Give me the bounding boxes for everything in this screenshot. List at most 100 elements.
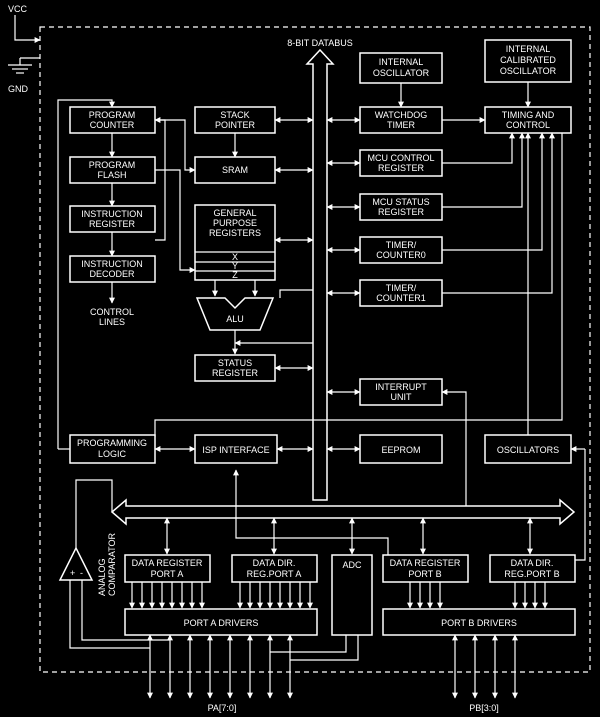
- interrupt-unit-block: INTERRUPT UNIT: [359, 378, 443, 406]
- svg-text:+: +: [70, 568, 75, 578]
- programming-logic-block: PROGRAMMING LOGIC: [69, 434, 156, 464]
- vcc-label: VCC: [8, 4, 28, 14]
- svg-text:SRAM: SRAM: [222, 165, 248, 175]
- svg-text:PROGRAMMING: PROGRAMMING: [77, 438, 147, 448]
- timer-counter0-block: TIMER/ COUNTER0: [359, 236, 443, 264]
- program-flash-block: PROGRAM FLASH: [69, 156, 156, 184]
- svg-text:STATUS: STATUS: [218, 358, 252, 368]
- svg-text:REGISTER: REGISTER: [378, 163, 425, 173]
- svg-text:WATCHDOG: WATCHDOG: [375, 110, 428, 120]
- databus-vertical: [305, 48, 335, 501]
- svg-text:Z: Z: [232, 270, 238, 280]
- isp-interface-block: ISP INTERFACE: [194, 434, 278, 464]
- port-b-pins-label: PB[3:0]: [469, 703, 499, 713]
- stack-pointer-block: STACK POINTER: [194, 106, 276, 134]
- svg-text:PORT A DRIVERS: PORT A DRIVERS: [184, 618, 259, 628]
- svg-text:PROGRAM: PROGRAM: [89, 110, 136, 120]
- svg-text:GENERAL: GENERAL: [213, 208, 256, 218]
- svg-text:PROGRAM: PROGRAM: [89, 160, 136, 170]
- svg-text:UNIT: UNIT: [391, 392, 412, 402]
- svg-text:INTERRUPT: INTERRUPT: [375, 382, 427, 392]
- svg-text:MCU STATUS: MCU STATUS: [372, 197, 429, 207]
- analog-comparator-label: ANALOG: [97, 558, 107, 596]
- svg-text:TIMING AND: TIMING AND: [502, 110, 555, 120]
- svg-text:REG.PORT B: REG.PORT B: [504, 569, 559, 579]
- vcc-arrow-icon: [14, 30, 41, 43]
- control-lines-label: CONTROL: [90, 307, 134, 317]
- svg-text:REGISTER: REGISTER: [378, 207, 425, 217]
- svg-text:REGISTER: REGISTER: [212, 368, 259, 378]
- svg-text:COUNTER: COUNTER: [90, 120, 135, 130]
- svg-text:PORT A: PORT A: [151, 569, 184, 579]
- svg-text:ALU: ALU: [226, 314, 244, 324]
- eeprom-block: EEPROM: [359, 434, 443, 464]
- svg-text:OSCILLATOR: OSCILLATOR: [500, 66, 557, 76]
- program-counter-block: PROGRAM COUNTER: [69, 106, 156, 134]
- data-dir-port-a-block: DATA DIR. REG.PORT A: [231, 554, 318, 583]
- svg-text:FLASH: FLASH: [97, 170, 126, 180]
- svg-text:OSCILLATOR: OSCILLATOR: [373, 68, 430, 78]
- svg-text:ISP INTERFACE: ISP INTERFACE: [202, 445, 269, 455]
- chip-boundary: [39, 26, 591, 673]
- svg-text:X: X: [232, 252, 238, 262]
- svg-text:ADC: ADC: [342, 560, 362, 570]
- svg-text:POINTER: POINTER: [215, 120, 256, 130]
- timer-counter1-block: TIMER/ COUNTER1: [359, 279, 443, 307]
- internal-calibrated-oscillator-block: INTERNAL CALIBRATED OSCILLATOR: [484, 39, 572, 83]
- svg-text:COMPARATOR: COMPARATOR: [107, 532, 117, 596]
- watchdog-timer-block: WATCHDOG TIMER: [359, 106, 443, 134]
- svg-text:OSCILLATORS: OSCILLATORS: [497, 445, 559, 455]
- port-a-drivers-block: PORT A DRIVERS: [124, 608, 318, 636]
- svg-text:STACK: STACK: [220, 110, 249, 120]
- port-b-drivers-block: PORT B DRIVERS: [382, 608, 576, 636]
- alu-block: ALU: [195, 297, 275, 331]
- analog-comparator-block: + -: [58, 546, 94, 581]
- svg-text:Y: Y: [232, 261, 238, 271]
- instruction-register-block: INSTRUCTION REGISTER: [69, 205, 156, 233]
- svg-text:TIMER/: TIMER/: [386, 240, 417, 250]
- svg-text:EEPROM: EEPROM: [381, 445, 420, 455]
- sram-block: SRAM: [194, 156, 276, 184]
- svg-text:COUNTER1: COUNTER1: [376, 293, 426, 303]
- port-a-pins-label: PA[7:0]: [208, 703, 237, 713]
- mcu-control-register-block: MCU CONTROL REGISTER: [359, 149, 443, 177]
- svg-text:TIMER: TIMER: [387, 120, 415, 130]
- svg-text:DATA REGISTER: DATA REGISTER: [132, 558, 203, 568]
- ground-icon: [8, 64, 32, 74]
- svg-text:DATA DIR.: DATA DIR.: [511, 558, 554, 568]
- svg-text:-: -: [80, 568, 83, 578]
- svg-text:LINES: LINES: [99, 317, 125, 327]
- svg-text:PURPOSE: PURPOSE: [213, 218, 257, 228]
- general-purpose-registers-block: GENERAL PURPOSE REGISTERS X Y Z: [194, 204, 276, 281]
- svg-text:TIMER/: TIMER/: [386, 283, 417, 293]
- svg-text:INTERNAL: INTERNAL: [506, 44, 551, 54]
- timing-control-block: TIMING AND CONTROL: [484, 106, 572, 134]
- svg-text:CONTROL: CONTROL: [506, 120, 550, 130]
- data-register-port-a-block: DATA REGISTER PORT A: [124, 554, 211, 583]
- svg-text:DECODER: DECODER: [89, 269, 135, 279]
- oscillators-block: OSCILLATORS: [484, 434, 572, 464]
- svg-text:INSTRUCTION: INSTRUCTION: [81, 209, 143, 219]
- svg-text:PORT B DRIVERS: PORT B DRIVERS: [441, 618, 517, 628]
- databus-label: 8-BIT DATABUS: [287, 38, 353, 48]
- adc-block: ADC: [331, 554, 373, 636]
- svg-text:REGISTER: REGISTER: [89, 219, 136, 229]
- status-register-block: STATUS REGISTER: [194, 354, 276, 382]
- svg-text:LOGIC: LOGIC: [98, 449, 127, 459]
- svg-text:COUNTER0: COUNTER0: [376, 250, 426, 260]
- svg-text:MCU CONTROL: MCU CONTROL: [368, 153, 435, 163]
- mcu-status-register-block: MCU STATUS REGISTER: [359, 193, 443, 221]
- data-dir-port-b-block: DATA DIR. REG.PORT B: [489, 554, 576, 583]
- svg-text:INSTRUCTION: INSTRUCTION: [81, 259, 143, 269]
- gnd-label: GND: [8, 84, 29, 94]
- svg-text:CALIBRATED: CALIBRATED: [500, 55, 556, 65]
- instruction-decoder-block: INSTRUCTION DECODER: [69, 255, 156, 283]
- databus-horizontal: [110, 498, 576, 526]
- svg-text:REG.PORT A: REG.PORT A: [247, 569, 302, 579]
- svg-text:DATA DIR.: DATA DIR.: [253, 558, 296, 568]
- svg-text:REGISTERS: REGISTERS: [209, 228, 261, 238]
- data-register-port-b-block: DATA REGISTER PORT B: [382, 554, 469, 583]
- svg-text:PORT B: PORT B: [408, 569, 441, 579]
- svg-text:DATA REGISTER: DATA REGISTER: [390, 558, 461, 568]
